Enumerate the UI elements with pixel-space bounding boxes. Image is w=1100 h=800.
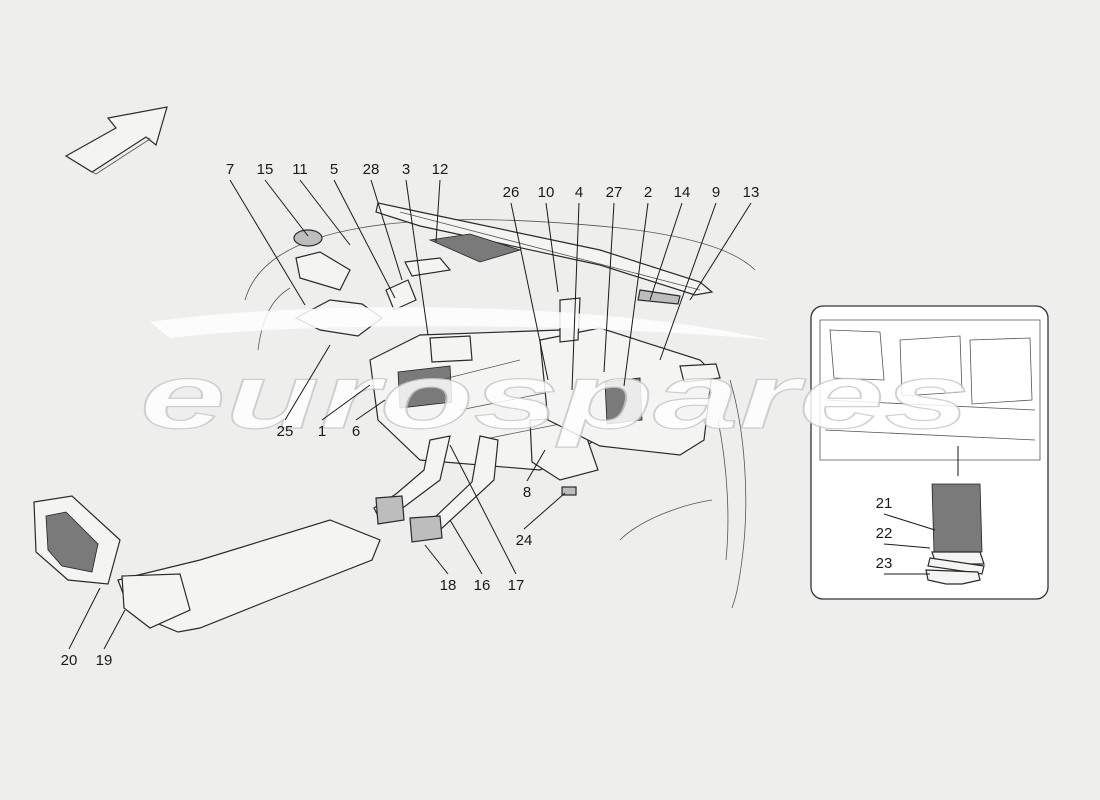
defrost-duct xyxy=(375,202,714,305)
watermark: eurospares xyxy=(139,307,971,449)
callout-leader-line xyxy=(689,202,752,301)
callout-leader-line xyxy=(299,179,351,246)
callout-leader-line xyxy=(545,202,559,293)
callout-leader-line xyxy=(623,202,649,387)
callout-label: 24 xyxy=(516,532,533,549)
callout-label: 20 xyxy=(61,652,78,669)
callout-leader-line xyxy=(510,202,549,381)
callout-leader-line xyxy=(883,543,931,549)
callout-label: 6 xyxy=(352,423,360,440)
callout-leader-line xyxy=(333,179,396,299)
rear-duct xyxy=(33,495,381,633)
callout-leader-line xyxy=(526,449,546,482)
callout-label: 9 xyxy=(712,184,720,201)
callout-label: 1 xyxy=(318,423,326,440)
callout-label: 18 xyxy=(440,577,457,594)
callout-leader-line xyxy=(435,179,441,243)
callout-label: 12 xyxy=(432,161,449,178)
screw-part xyxy=(561,486,577,496)
callout-label: 27 xyxy=(606,184,623,201)
floor-ducts xyxy=(373,435,499,543)
callout-label: 15 xyxy=(257,161,274,178)
callout-leader-line xyxy=(424,544,449,575)
callout-leader-line xyxy=(229,179,306,306)
detail-inset xyxy=(810,305,1049,600)
callout-label: 13 xyxy=(743,184,760,201)
callout-label: 5 xyxy=(330,161,338,178)
callout-label: 21 xyxy=(876,495,893,512)
callout-leader-line xyxy=(355,399,386,421)
callout-label: 16 xyxy=(474,577,491,594)
callout-label: 22 xyxy=(876,525,893,542)
watermark-text: eurospares xyxy=(140,346,970,448)
callout-leader-line xyxy=(284,344,331,421)
arrow-icon xyxy=(64,106,168,175)
callout-label: 26 xyxy=(503,184,520,201)
callout-leader-line xyxy=(264,179,309,237)
callout-label: 19 xyxy=(96,652,113,669)
callout-leader-line xyxy=(321,384,371,421)
dashboard-outline xyxy=(244,219,756,609)
callout-label: 28 xyxy=(363,161,380,178)
callout-leader-line xyxy=(883,513,936,531)
callout-label: 14 xyxy=(674,184,691,201)
callout-leader-line xyxy=(405,179,429,336)
callout-label: 10 xyxy=(538,184,555,201)
callout-leader-line xyxy=(649,202,683,301)
callout-label: 7 xyxy=(226,161,234,178)
callout-leader-line xyxy=(68,587,101,650)
callout-leader-line xyxy=(571,202,580,391)
callout-label: 11 xyxy=(292,161,308,178)
callout-leader-line xyxy=(370,179,403,281)
callout-label: 17 xyxy=(508,577,525,594)
callout-label: 3 xyxy=(402,161,410,178)
callout-label: 25 xyxy=(277,423,294,440)
callout-leader-line xyxy=(449,444,517,575)
callout-label: 8 xyxy=(523,484,531,501)
leader-lines xyxy=(68,179,936,650)
callout-leader-line xyxy=(449,519,483,575)
callout-leader-line xyxy=(603,202,615,373)
callout-leader-line xyxy=(659,202,717,361)
callout-leader-line xyxy=(103,609,126,650)
callout-label: 4 xyxy=(575,184,583,201)
callout-leader-line xyxy=(523,492,566,530)
callout-label: 23 xyxy=(876,555,893,572)
callout-label: 2 xyxy=(644,184,652,201)
